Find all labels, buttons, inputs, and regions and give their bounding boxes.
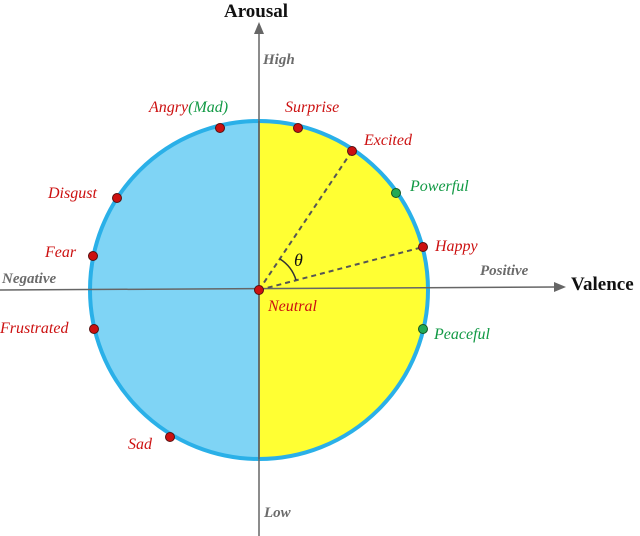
- radius-excited: [258, 150, 353, 291]
- angry-main: Angry: [148, 99, 189, 116]
- positive-label: Positive: [480, 263, 529, 279]
- theta-symbol: θ: [294, 250, 303, 270]
- low-label: Low: [263, 505, 292, 521]
- valence-axis: [0, 286, 557, 291]
- angry-label: Angry(Mad): [148, 99, 228, 116]
- valence-title: Valence: [571, 274, 634, 295]
- fear-label: Fear: [44, 244, 77, 261]
- peaceful-label: Peaceful: [433, 326, 491, 343]
- fear-point: [88, 251, 98, 261]
- excited-label: Excited: [363, 132, 413, 149]
- powerful-label: Powerful: [409, 178, 469, 195]
- sad-label: Sad: [128, 436, 153, 453]
- happy-label: Happy: [434, 238, 479, 255]
- powerful-point: [391, 188, 401, 198]
- disgust-label: Disgust: [47, 185, 97, 202]
- arousal-title: Arousal: [224, 1, 288, 22]
- valence-arrow-icon: [554, 282, 566, 292]
- high-label: High: [262, 52, 295, 68]
- angle-arc: [279, 258, 297, 281]
- neutral-label: Neutral: [267, 298, 317, 315]
- peaceful-point: [418, 324, 428, 334]
- negative-half: [90, 121, 259, 459]
- surprise-point: [293, 123, 303, 133]
- positive-half: [259, 121, 428, 459]
- frustrated-label: Frustrated: [0, 320, 69, 337]
- happy-point: [418, 242, 428, 252]
- neutral-point: [254, 285, 264, 295]
- surprise-label: Surprise: [285, 99, 339, 116]
- angry-point: [215, 123, 225, 133]
- excited-point: [347, 146, 357, 156]
- frustrated-point: [89, 324, 99, 334]
- negative-label: Negative: [1, 271, 56, 287]
- angry-alt: (Mad): [188, 99, 228, 116]
- arousal-arrow-icon: [254, 22, 264, 34]
- disgust-point: [112, 193, 122, 203]
- sad-point: [165, 432, 175, 442]
- radius-happy: [258, 246, 424, 291]
